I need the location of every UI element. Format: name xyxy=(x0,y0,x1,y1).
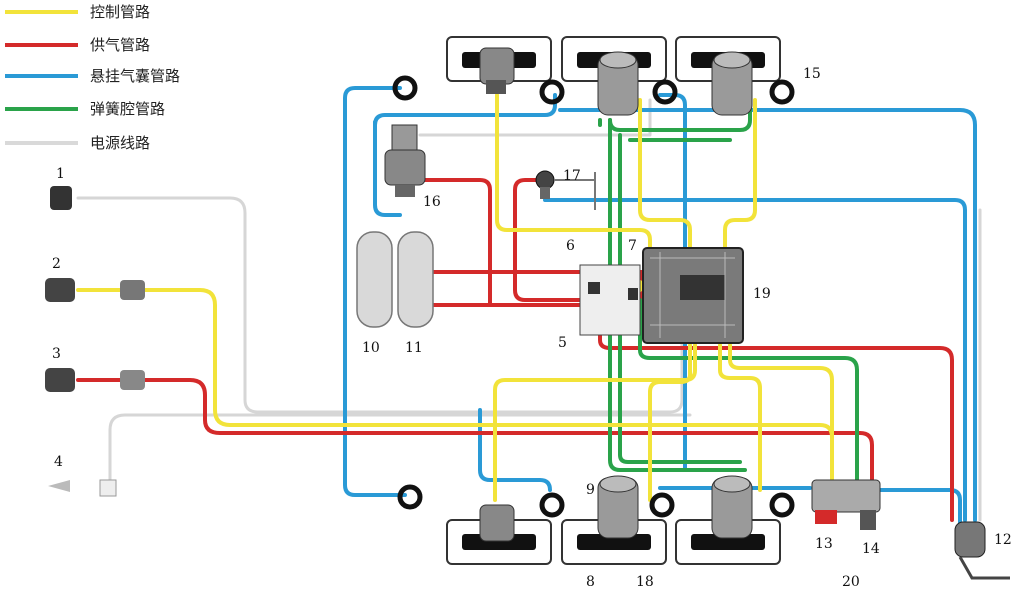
brake-actuators-bottom xyxy=(479,475,753,542)
legend-label-power: 电源线路 xyxy=(90,134,150,152)
callout-20: 20 xyxy=(842,574,860,590)
callout-6: 6 xyxy=(566,238,575,254)
legend: 控制管路 供气管路 悬挂气囊管路 弹簧腔管路 电源线路 xyxy=(5,3,180,152)
valve-16 xyxy=(384,124,426,197)
callout-11: 11 xyxy=(405,340,423,356)
couplings xyxy=(45,186,145,497)
suspension-lines xyxy=(343,86,977,527)
air-tank-10 xyxy=(356,231,393,328)
brake-actuators-top xyxy=(479,47,753,116)
spring-lines xyxy=(598,103,859,482)
legend-label-spring: 弹簧腔管路 xyxy=(90,100,165,118)
control-lines xyxy=(76,93,834,502)
callout-12: 12 xyxy=(994,532,1012,548)
callout-9: 9 xyxy=(586,482,595,498)
callout-14: 14 xyxy=(862,541,880,557)
callout-3: 3 xyxy=(52,346,61,362)
legend-label-supply: 供气管路 xyxy=(90,36,150,54)
callouts: 1 2 3 4 5 6 7 8 9 10 11 12 13 14 15 16 1… xyxy=(52,66,1012,590)
callout-2: 2 xyxy=(52,256,61,272)
callout-5: 5 xyxy=(558,335,567,351)
callout-13: 13 xyxy=(815,536,833,552)
component-5-6-7 xyxy=(579,264,641,336)
callout-19: 19 xyxy=(753,286,771,302)
callout-7: 7 xyxy=(628,238,637,254)
component-13-14-20 xyxy=(811,479,881,530)
valve-17 xyxy=(535,170,596,210)
callout-18: 18 xyxy=(636,574,654,590)
callout-1: 1 xyxy=(56,166,65,182)
callout-4: 4 xyxy=(54,454,63,470)
callout-8: 8 xyxy=(586,574,595,590)
callout-10: 10 xyxy=(362,340,380,356)
legend-label-control: 控制管路 xyxy=(90,3,150,21)
callout-16: 16 xyxy=(423,194,441,210)
legend-label-suspension: 悬挂气囊管路 xyxy=(90,67,180,85)
ecu-19 xyxy=(642,247,744,344)
callout-15: 15 xyxy=(803,66,821,82)
air-tank-11 xyxy=(397,231,434,328)
air-tanks xyxy=(356,231,434,328)
callout-17: 17 xyxy=(563,168,581,184)
component-12 xyxy=(954,521,1010,580)
wheel-plates-bottom xyxy=(446,519,781,565)
air-bag-rings xyxy=(392,75,795,518)
